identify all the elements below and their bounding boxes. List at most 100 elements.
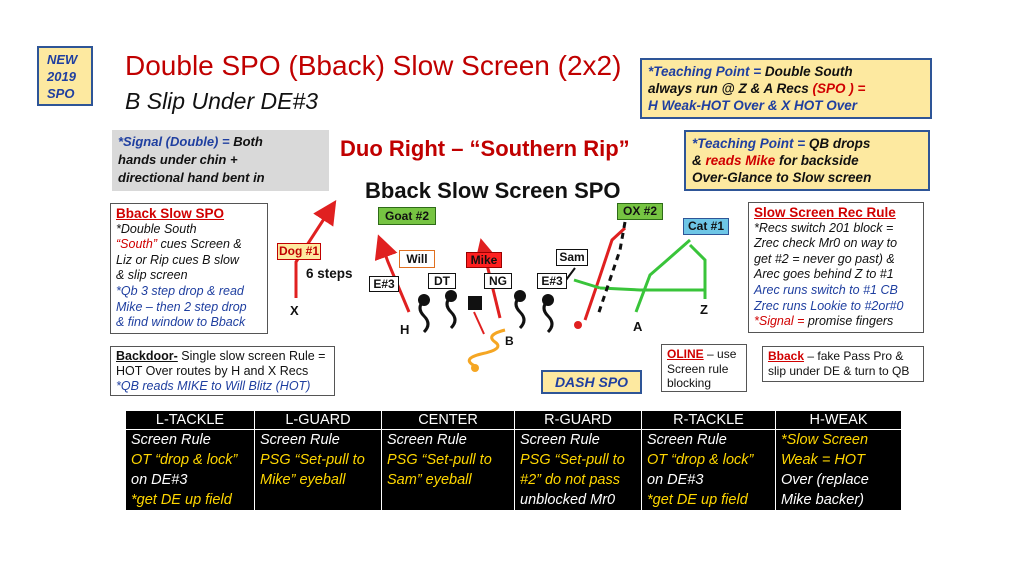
e3-left-text: E#3: [373, 277, 395, 291]
signal-box: *Signal (Double) = Both hands under chin…: [112, 130, 329, 191]
box-line: *Double South: [116, 221, 197, 236]
badge-line: 2019: [47, 69, 76, 84]
teaching-point-text: Double South: [764, 64, 853, 79]
table-cell: Screen Rule: [125, 429, 255, 450]
box-line: Zrec runs Lookie to #2or#0: [754, 298, 904, 313]
box-line: HOT Over routes by H and X Recs: [116, 364, 309, 378]
z-route: [599, 286, 707, 299]
table-cell: [254, 490, 382, 510]
dt-label: DT: [428, 273, 456, 289]
teaching-point-text: (SPO ) =: [812, 81, 866, 96]
box-line: *Signal =: [754, 314, 808, 329]
will-text: Will: [406, 252, 428, 266]
lg-circle: [445, 290, 457, 302]
z-route-stem: [688, 243, 707, 290]
table-cell: PSG “Set-pull to: [381, 450, 515, 470]
mike-label: Mike: [466, 252, 502, 268]
z-receiver-label: Z: [700, 302, 708, 317]
play-call-title: Duo Right – “Southern Rip”: [340, 136, 630, 161]
play-subtitle: Bback Slow Screen SPO: [365, 178, 621, 203]
table-cell: *get DE up field: [641, 490, 776, 510]
a-route-tail: [573, 278, 601, 290]
h-receiver-label: H: [400, 322, 410, 337]
teaching-point-top: *Teaching Point = Double South always ru…: [640, 58, 932, 119]
table-header: CENTER: [381, 410, 515, 430]
bback-slow-spo-box: Bback Slow SPO *Double South “South” cue…: [110, 203, 268, 334]
backdoor-box: Backdoor- Single slow screen Rule = HOT …: [110, 346, 335, 396]
table-header: R-GUARD: [514, 410, 642, 430]
e3-right-label: E#3: [537, 273, 567, 289]
sam-text: Sam: [559, 250, 585, 264]
a-receiver-label: A: [633, 319, 643, 334]
rt-circle: [542, 294, 554, 306]
table-cell: #2” do not pass: [514, 470, 642, 490]
b-slip-route: [467, 328, 506, 368]
box-line: Screen rule: [667, 361, 729, 376]
box-line: “South”: [116, 237, 157, 252]
steps-label: 6 steps: [306, 266, 353, 281]
table-cell: Mike backer): [775, 490, 902, 510]
table-cell: Sam” eyeball: [381, 470, 515, 490]
dog-label: Dog #1: [277, 243, 321, 260]
cat-label: Cat #1: [683, 218, 729, 235]
table-cell: Over (replace: [775, 470, 902, 490]
table-cell: *Slow Screen: [775, 429, 902, 450]
box-line: – use: [703, 347, 737, 361]
table-cell: on DE#3: [125, 470, 255, 490]
box-line: *QB reads MIKE to Will Blitz (HOT): [116, 379, 311, 393]
table-cell: Screen Rule: [254, 429, 382, 450]
signal-text: hands under chin +: [118, 152, 238, 167]
teaching-point-text: always run @ Z & A Recs: [648, 81, 813, 96]
signal-text: Both: [233, 134, 263, 149]
center-square: [468, 296, 482, 310]
teaching-point-text: reads Mike: [705, 153, 776, 168]
box-line: Single slow screen Rule =: [177, 349, 326, 363]
box-line: slip under DE & turn to QB: [768, 364, 910, 378]
box-line: Liz or Rip cues B slow: [116, 252, 239, 267]
h-route: [374, 234, 411, 313]
table-cell: *get DE up field: [125, 490, 255, 510]
table-cell: OT “drop & lock”: [125, 450, 255, 470]
dash-spo-text: DASH SPO: [554, 374, 629, 390]
e3-left-label: E#3: [369, 276, 399, 292]
teaching-point-text: &: [692, 153, 706, 168]
page-title: Double SPO (Bback) Slow Screen (2x2): [125, 50, 622, 81]
table-cell: on DE#3: [641, 470, 776, 490]
table-cell: unblocked Mr0: [514, 490, 642, 510]
table-header: R-TACKLE: [641, 410, 776, 430]
bback-note-box: Bback – fake Pass Pro & slip under DE & …: [762, 346, 924, 382]
dt-text: DT: [434, 274, 450, 288]
teaching-point-label: *Teaching Point =: [692, 136, 809, 151]
rg-circle: [514, 290, 526, 302]
table-cell: Mike” eyeball: [254, 470, 382, 490]
mike-text: Mike: [470, 253, 498, 267]
teaching-point-text: Over-Glance to Slow screen: [692, 170, 872, 185]
goat-text: Goat #2: [384, 209, 429, 223]
teaching-point-label: *Teaching Point =: [648, 64, 765, 79]
box-line: Zrec check Mr0 on way to: [754, 236, 898, 251]
cross-route: [583, 226, 627, 321]
page-subtitle: B Slip Under DE#3: [125, 88, 319, 114]
teaching-point-text: for backside: [775, 153, 859, 168]
qb-drop: [473, 311, 485, 335]
e3-right-text: E#3: [541, 274, 563, 288]
table-cell: Screen Rule: [381, 429, 515, 450]
goat-label: Goat #2: [378, 207, 436, 225]
box-line: – fake Pass Pro &: [804, 349, 904, 363]
table-row: OT “drop & lock” PSG “Set-pull to PSG “S…: [125, 450, 902, 470]
cat-text: Cat #1: [687, 219, 725, 233]
teaching-point-text: QB drops: [808, 136, 871, 151]
badge-line: NEW: [47, 52, 78, 67]
table-row: *get DE up field unblocked Mr0 *get DE u…: [125, 490, 902, 510]
table-row: on DE#3 Mike” eyeball Sam” eyeball #2” d…: [125, 470, 902, 490]
box-title: OLINE: [667, 347, 704, 361]
ox-label: OX #2: [617, 203, 663, 220]
table-header: H-WEAK: [775, 410, 902, 430]
b-orange-dot: [471, 364, 479, 372]
dash-spo-label: DASH SPO: [541, 370, 642, 394]
b-back-label: B: [505, 334, 514, 348]
table-header-row: L-TACKLE L-GUARD CENTER R-GUARD R-TACKLE…: [125, 410, 902, 430]
box-title: Slow Screen Rec Rule: [754, 205, 896, 220]
oline-rules-table: L-TACKLE L-GUARD CENTER R-GUARD R-TACKLE…: [125, 410, 902, 510]
